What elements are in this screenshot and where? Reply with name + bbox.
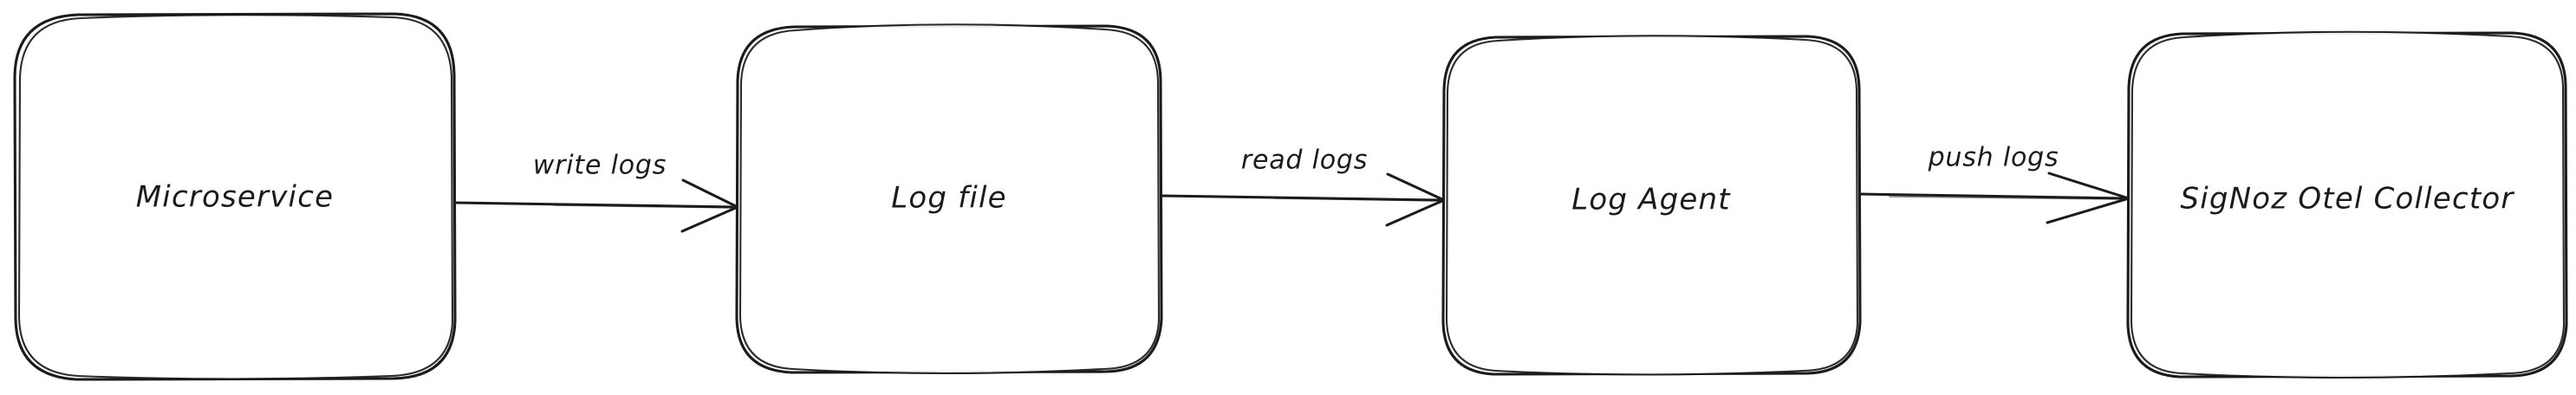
edge-write-logs-line-sketch [554,204,737,209]
node-log-file-shape-sketch [738,23,1161,375]
node-log-file[interactable]: Log file [735,23,1163,375]
edge-write-logs[interactable]: write logs [453,151,739,233]
edge-read-logs[interactable]: read logs [1160,146,1446,227]
edge-write-logs-label: write logs [533,151,667,181]
node-otel-collector[interactable]: SigNoz Otel Collector [2126,30,2568,379]
node-microservice[interactable]: Microservice [13,12,457,381]
edge-push-logs[interactable]: push logs [1858,143,2130,224]
edge-push-logs-line [1858,192,2128,200]
node-microservice-label: Microservice [136,180,334,215]
edge-read-logs-line [1160,194,1443,202]
node-otel-collector-shape-sketch [2130,30,2566,379]
node-log-agent[interactable]: Log Agent [1441,35,1862,376]
node-otel-collector-label: SigNoz Otel Collector [2180,182,2514,217]
edge-push-logs-label: push logs [1928,143,2059,173]
node-log-agent-shape-sketch [1445,35,1859,376]
node-log-agent-label: Log Agent [1571,183,1731,217]
edge-push-logs-line-sketch [1889,196,2128,200]
node-log-file-label: Log file [891,181,1007,216]
edge-read-logs-line-sketch [1273,198,1443,202]
edge-read-logs-label: read logs [1241,146,1368,176]
edge-write-logs-line [453,201,737,209]
node-microservice-shape-sketch [17,14,454,380]
